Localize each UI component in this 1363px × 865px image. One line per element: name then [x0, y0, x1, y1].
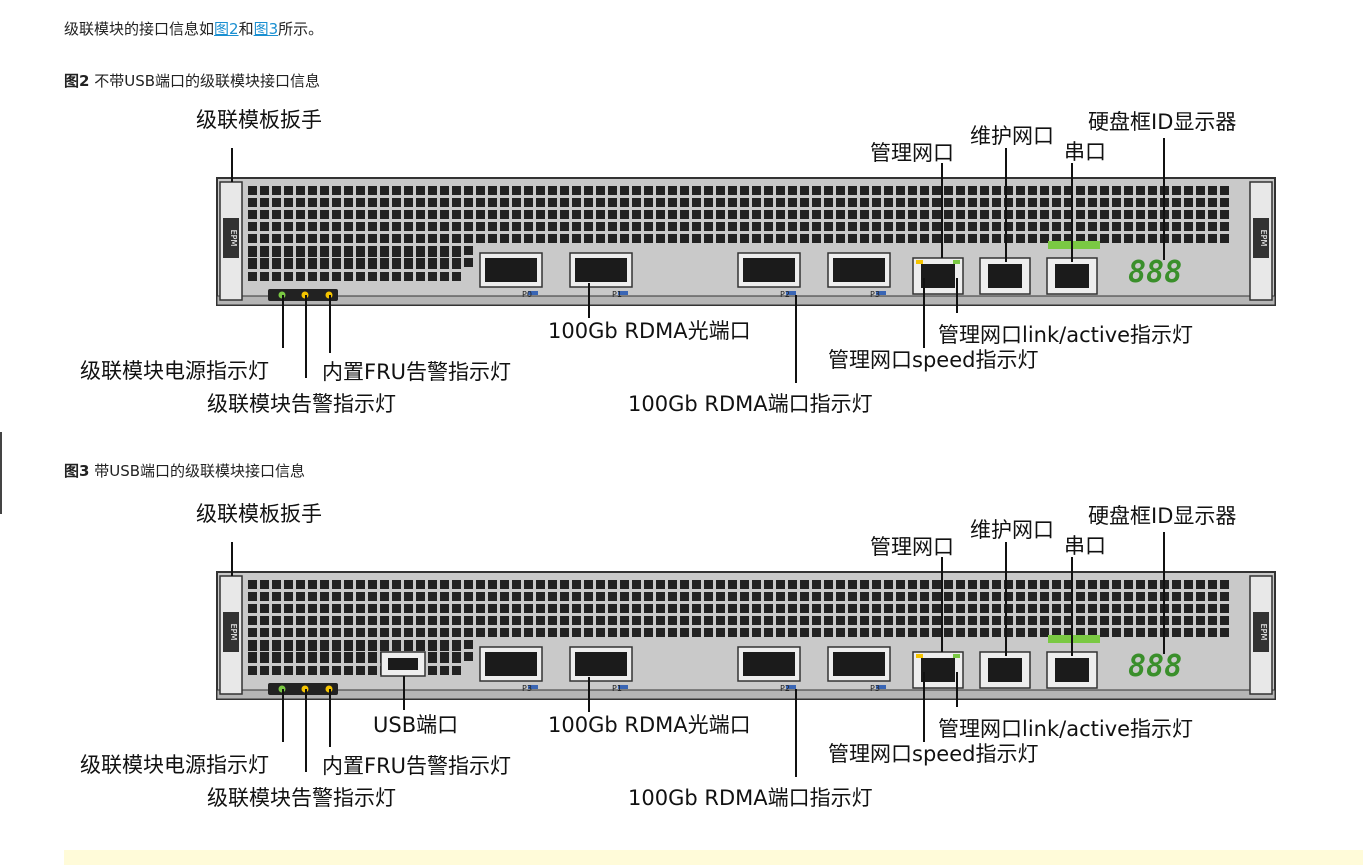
svg-text:888: 888 [1128, 649, 1182, 684]
left-margin-bar [0, 432, 2, 514]
label-rdma-optical: 100Gb RDMA光端口 [548, 713, 751, 737]
label-serial-port: 串口 [1064, 140, 1106, 164]
mgmt-port-leader [941, 557, 943, 652]
svg-text:EPM: EPM [229, 230, 238, 247]
label-handle: 级联模板扳手 [196, 502, 322, 526]
maint-port-leader [1005, 542, 1007, 656]
label-rdma-led: 100Gb RDMA端口指示灯 [628, 392, 873, 416]
label-power-led: 级联模块电源指示灯 [80, 359, 269, 383]
label-mgmt-port: 管理网口 [870, 535, 954, 559]
label-alarm-led: 级联模块告警指示灯 [207, 392, 396, 416]
label-id-display: 硬盘框ID显示器 [1088, 504, 1237, 528]
figure-2-link[interactable]: 图2 [214, 20, 239, 38]
link-led-leader [956, 672, 958, 707]
label-speed-led: 管理网口speed指示灯 [828, 742, 1039, 766]
label-rdma-led: 100Gb RDMA端口指示灯 [628, 786, 873, 810]
figure-3-link[interactable]: 图3 [253, 20, 279, 38]
label-maint-port: 维护网口 [970, 518, 1054, 542]
rdma-led-leader [795, 689, 797, 777]
svg-text:EPM: EPM [229, 624, 238, 641]
figure-3-title: 带USB端口的级联模块接口信息 [94, 462, 306, 480]
intro-text: 级联模块的接口信息如 [64, 20, 215, 38]
note-box [64, 850, 1363, 865]
svg-text:P1: P1 [612, 290, 622, 299]
intro-paragraph: 级联模块的接口信息如图2和图3所示。 [64, 18, 323, 39]
svg-text:EPM: EPM [1259, 624, 1268, 641]
power-led-leader [282, 689, 284, 742]
handle-leader [231, 542, 233, 576]
intro-text-end: 所示。 [278, 20, 324, 38]
svg-text:P1: P1 [612, 684, 622, 693]
label-handle: 级联模板扳手 [196, 108, 322, 132]
label-fru-led: 内置FRU告警指示灯 [322, 360, 512, 384]
alarm-led-leader [305, 689, 307, 772]
label-alarm-led: 级联模块告警指示灯 [207, 786, 396, 810]
svg-text:P2: P2 [780, 684, 790, 693]
svg-text:888: 888 [1128, 255, 1182, 290]
speed-led-leader [923, 278, 925, 348]
svg-text:P2: P2 [780, 290, 790, 299]
label-power-led: 级联模块电源指示灯 [80, 753, 269, 777]
figure-2-title: 不带USB端口的级联模块接口信息 [94, 72, 321, 90]
figure-3-caption: 图3 带USB端口的级联模块接口信息 [64, 460, 305, 481]
figure-2-caption: 图2 不带USB端口的级联模块接口信息 [64, 70, 320, 91]
id-display-leader [1163, 532, 1165, 654]
maint-port-leader [1005, 148, 1007, 262]
rdma-led-leader [795, 295, 797, 383]
handle-leader [231, 148, 233, 182]
label-fru-led: 内置FRU告警指示灯 [322, 754, 512, 778]
svg-text:P3: P3 [522, 684, 532, 693]
svg-text:EPM: EPM [1259, 230, 1268, 247]
label-rdma-optical: 100Gb RDMA光端口 [548, 319, 751, 343]
label-link-led: 管理网口link/active指示灯 [938, 717, 1194, 741]
id-display-leader [1163, 138, 1165, 260]
speed-led-leader [923, 672, 925, 742]
label-usb-port: USB端口 [373, 713, 459, 737]
label-maint-port: 维护网口 [970, 124, 1054, 148]
label-id-display: 硬盘框ID显示器 [1088, 110, 1237, 134]
serial-port-leader [1071, 163, 1073, 262]
rdma-optical-leader [588, 677, 590, 712]
rdma-optical-leader [588, 283, 590, 318]
label-serial-port: 串口 [1064, 534, 1106, 558]
svg-text:P0: P0 [522, 290, 532, 299]
serial-port-leader [1071, 557, 1073, 656]
link-led-leader [956, 278, 958, 313]
label-speed-led: 管理网口speed指示灯 [828, 348, 1039, 372]
usb-leader [403, 676, 405, 710]
fru-led-leader [329, 689, 331, 747]
label-mgmt-port: 管理网口 [870, 141, 954, 165]
alarm-led-leader [305, 295, 307, 378]
mgmt-port-leader [941, 163, 943, 258]
fru-led-leader [329, 295, 331, 353]
power-led-leader [282, 295, 284, 348]
svg-text:P3: P3 [870, 684, 880, 693]
svg-text:P3: P3 [870, 290, 880, 299]
label-link-led: 管理网口link/active指示灯 [938, 323, 1194, 347]
figure-2-number: 图2 [64, 72, 90, 90]
intro-text-and: 和 [238, 20, 254, 38]
figure-3-number: 图3 [64, 462, 90, 480]
